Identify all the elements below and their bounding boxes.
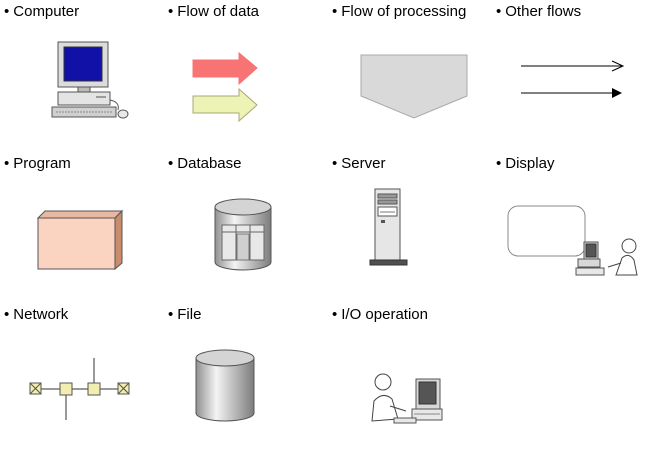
processing-flow-pentagon-icon xyxy=(360,54,468,119)
file-cylinder-icon xyxy=(195,349,255,422)
bullet: • xyxy=(496,3,502,20)
program-label: Program xyxy=(13,155,71,172)
legend-item-program: •Program xyxy=(0,152,160,302)
network-bus-icon xyxy=(29,358,130,420)
bullet: • xyxy=(496,155,502,172)
bullet: • xyxy=(332,155,338,172)
legend-item-other-flows: •Other flows xyxy=(492,0,652,150)
bullet: • xyxy=(168,306,174,323)
legend-item-network: •Network xyxy=(0,303,160,453)
bullet: • xyxy=(168,3,174,20)
data-flow-label: Flow of data xyxy=(177,3,259,20)
processing-flow-label: Flow of processing xyxy=(341,3,467,20)
other-flows-label: Other flows xyxy=(505,3,582,20)
file-label: File xyxy=(177,306,202,323)
server-label: Server xyxy=(341,155,386,172)
legend-item-server: •Server xyxy=(328,152,488,302)
program-box-icon xyxy=(36,209,124,271)
legend-item-processing-flow: •Flow of processing xyxy=(328,0,488,150)
bullet: • xyxy=(332,3,338,20)
bullet: • xyxy=(4,3,10,20)
computer-label: Computer xyxy=(13,3,80,20)
legend-item-file: •File xyxy=(164,303,324,453)
other-flows-arrows-icon xyxy=(521,60,625,98)
legend-item-io-operation: •I/O operation xyxy=(328,303,488,453)
network-label: Network xyxy=(13,306,69,323)
bullet: • xyxy=(4,155,10,172)
computer-icon xyxy=(51,41,129,119)
legend-item-database: •Database xyxy=(164,152,324,302)
data-flow-arrows-icon xyxy=(192,51,258,123)
legend-item-computer: •Computer xyxy=(0,0,160,150)
io-operation-label: I/O operation xyxy=(341,306,428,323)
bullet: • xyxy=(332,306,338,323)
database-cylinder-icon xyxy=(214,198,272,271)
database-label: Database xyxy=(177,155,242,172)
bullet: • xyxy=(4,306,10,323)
legend-item-data-flow: •Flow of data xyxy=(164,0,324,150)
legend-item-display: •Display xyxy=(492,152,652,302)
server-tower-icon xyxy=(369,188,408,266)
io-operator-icon xyxy=(371,373,443,424)
bullet: • xyxy=(168,155,174,172)
display-operator-icon xyxy=(507,205,638,276)
display-label: Display xyxy=(505,155,555,172)
